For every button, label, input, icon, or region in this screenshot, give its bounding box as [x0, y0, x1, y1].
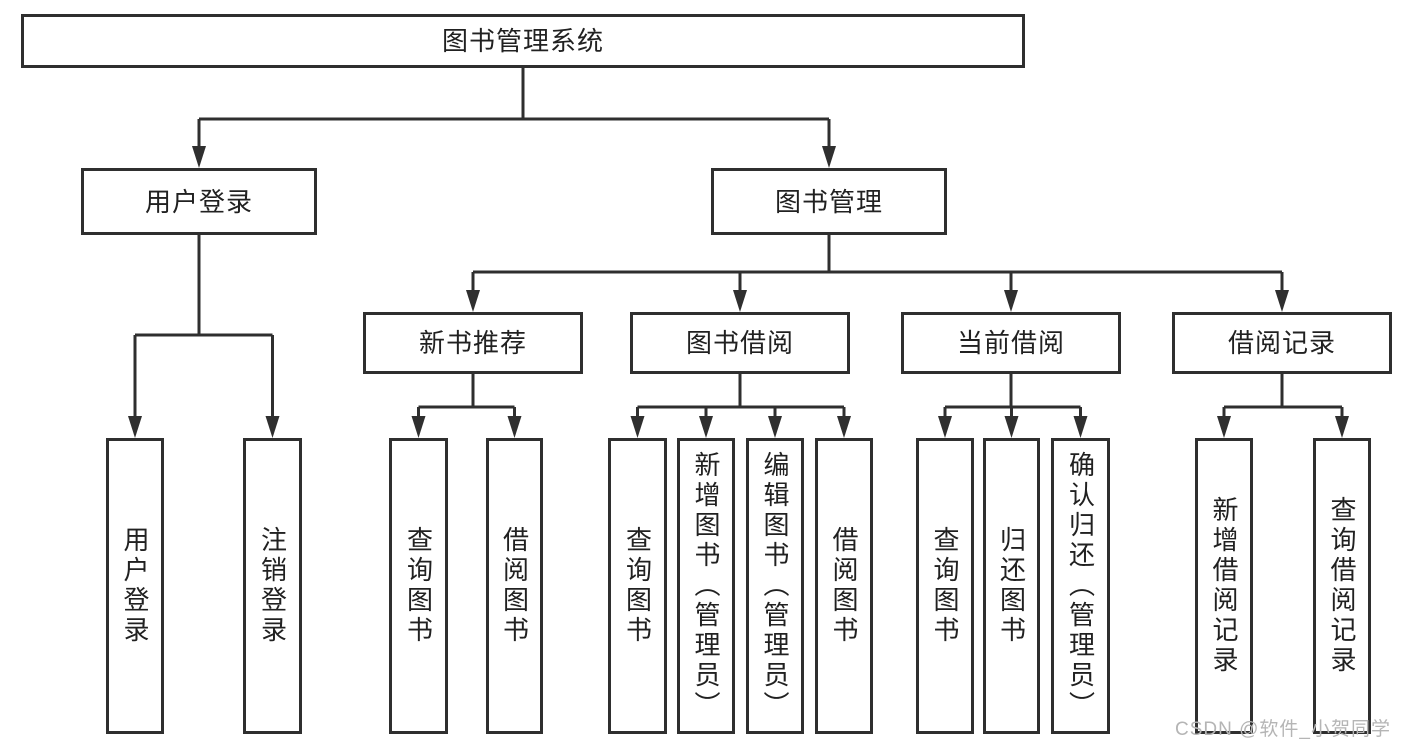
- leaf-borrow-book-recommend: 借阅图书: [486, 438, 543, 734]
- node-book-management-label: 图书管理: [774, 186, 883, 217]
- csdn-watermark: CSDN @软件_小贺同学: [1175, 719, 1391, 740]
- node-user-login-label: 用户登录: [144, 186, 253, 217]
- leaf-user-login-label: 用户登录: [120, 526, 150, 646]
- node-root-system: 图书管理系统: [21, 14, 1025, 68]
- leaf-query-borrow-record: 查询借阅记录: [1313, 438, 1371, 734]
- leaf-add-borrow-record-label: 新增借阅记录: [1209, 496, 1239, 676]
- arrowheads: [128, 146, 1349, 438]
- leaf-borrow-book-label: 借阅图书: [829, 526, 859, 646]
- node-new-book-recommend: 新书推荐: [363, 312, 583, 374]
- node-borrow-records: 借阅记录: [1172, 312, 1392, 374]
- leaf-query-book-recommend: 查询图书: [389, 438, 448, 734]
- leaf-add-borrow-record: 新增借阅记录: [1195, 438, 1253, 734]
- leaf-confirm-return-admin-label: 确认归还（管理员）: [1065, 451, 1096, 721]
- leaf-edit-book-admin-label: 编辑图书（管理员）: [760, 451, 790, 721]
- node-borrow-records-label: 借阅记录: [1227, 328, 1336, 358]
- leaf-query-book-current: 查询图书: [916, 438, 974, 734]
- leaf-query-book-current-label: 查询图书: [930, 526, 960, 646]
- node-user-login: 用户登录: [81, 168, 317, 235]
- node-book-borrow: 图书借阅: [630, 312, 850, 374]
- node-current-borrow-label: 当前借阅: [956, 328, 1065, 358]
- node-root-system-label: 图书管理系统: [441, 26, 604, 56]
- node-new-book-recommend-label: 新书推荐: [418, 328, 527, 358]
- leaf-edit-book-admin: 编辑图书（管理员）: [746, 438, 804, 734]
- leaf-return-book: 归还图书: [983, 438, 1040, 734]
- leaf-add-book-admin-label: 新增图书（管理员）: [691, 451, 721, 721]
- leaf-return-book-label: 归还图书: [996, 526, 1027, 646]
- leaf-confirm-return-admin: 确认归还（管理员）: [1051, 438, 1110, 734]
- leaf-query-book-borrow: 查询图书: [608, 438, 667, 734]
- leaf-add-book-admin: 新增图书（管理员）: [677, 438, 735, 734]
- leaf-user-login: 用户登录: [106, 438, 164, 734]
- leaf-borrow-book: 借阅图书: [815, 438, 873, 734]
- leaf-query-borrow-record-label: 查询借阅记录: [1327, 496, 1357, 676]
- leaf-query-book-recommend-label: 查询图书: [403, 526, 434, 646]
- node-current-borrow: 当前借阅: [901, 312, 1121, 374]
- leaf-query-book-borrow-label: 查询图书: [622, 526, 653, 646]
- node-book-management: 图书管理: [711, 168, 947, 235]
- leaf-borrow-book-recommend-label: 借阅图书: [499, 526, 530, 646]
- leaf-logout: 注销登录: [243, 438, 302, 734]
- node-book-borrow-label: 图书借阅: [685, 328, 794, 358]
- leaf-logout-label: 注销登录: [257, 526, 288, 646]
